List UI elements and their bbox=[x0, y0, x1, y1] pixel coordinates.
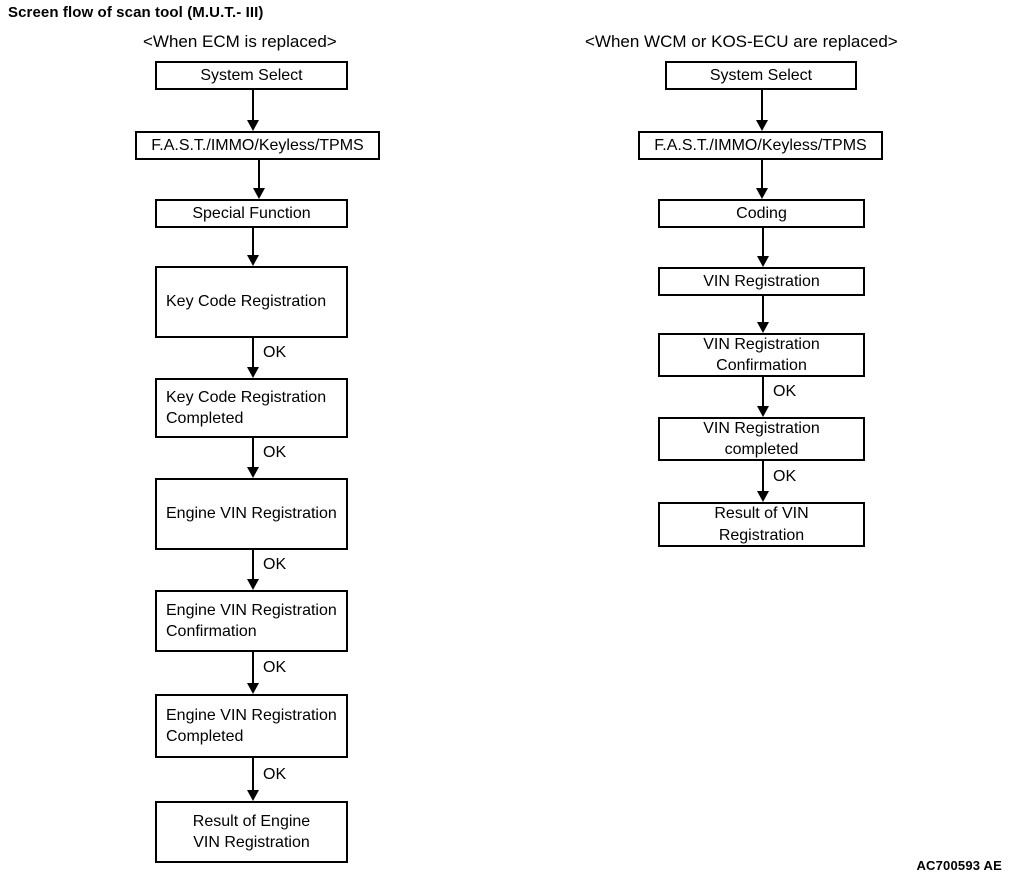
flow-node-coding: Coding bbox=[658, 199, 865, 228]
flow-node-vin-registration: VIN Registration bbox=[658, 267, 865, 296]
arrow-line bbox=[762, 228, 764, 258]
flow-node-label: F.A.S.T./IMMO/Keyless/TPMS bbox=[654, 136, 867, 154]
flow-edge-label-ok: OK bbox=[773, 467, 797, 485]
flow-edge-label-ok: OK bbox=[263, 344, 287, 361]
flow-node-engine-vin-registration: Engine VIN Registration bbox=[155, 478, 348, 550]
arrow-head-icon bbox=[757, 491, 769, 502]
arrow-head-icon bbox=[757, 256, 769, 267]
flow-node-label: Key Code Registration bbox=[166, 293, 327, 311]
arrow-line bbox=[252, 228, 254, 257]
arrow-head-icon bbox=[247, 120, 259, 131]
flow-node-system-select: System Select bbox=[155, 61, 348, 90]
arrow-line bbox=[252, 652, 254, 685]
arrow-line bbox=[252, 758, 254, 792]
arrow-head-icon bbox=[757, 406, 769, 417]
flow-node-fast-immo-keyless-tpms-2: F.A.S.T./IMMO/Keyless/TPMS bbox=[638, 131, 883, 160]
arrow-head-icon bbox=[757, 322, 769, 333]
flow-node-vin-registration-completed: VIN Registration completed bbox=[658, 417, 865, 461]
arrow-line bbox=[761, 160, 763, 190]
flow-edge-label-ok: OK bbox=[263, 765, 287, 783]
arrow-head-icon bbox=[247, 255, 259, 266]
flow-node-label: VIN Registration bbox=[703, 272, 820, 290]
flow-node-label: Engine VIN Registration Confirmation bbox=[166, 601, 337, 640]
flow-node-label: Key Code Registration Completed bbox=[166, 388, 327, 427]
arrow-line bbox=[258, 160, 260, 190]
arrow-head-icon bbox=[253, 188, 265, 199]
column-heading-ecm: <When ECM is replaced> bbox=[143, 32, 337, 51]
flow-node-key-code-registration-completed: Key Code Registration Completed bbox=[155, 378, 348, 438]
flow-edge-label-ok: OK bbox=[263, 659, 287, 676]
flow-node-label: VIN Registration completed bbox=[703, 419, 820, 458]
flow-node-system-select-2: System Select bbox=[665, 61, 857, 90]
column-heading-wcm-kos: <When WCM or KOS-ECU are replaced> bbox=[585, 32, 898, 51]
page-title: Screen flow of scan tool (M.U.T.- III) bbox=[8, 4, 264, 21]
flow-node-key-code-registration: Key Code Registration bbox=[155, 266, 348, 338]
arrow-head-icon bbox=[247, 683, 259, 694]
flow-node-label: System Select bbox=[200, 66, 303, 84]
arrow-line bbox=[252, 550, 254, 581]
flow-node-vin-registration-confirmation: VIN Registration Confirmation bbox=[658, 333, 865, 377]
flow-node-label: F.A.S.T./IMMO/Keyless/TPMS bbox=[151, 136, 364, 154]
flow-node-engine-vin-registration-completed: Engine VIN Registration Completed bbox=[155, 694, 348, 758]
arrow-line bbox=[252, 338, 254, 369]
flow-node-label: Engine VIN Registration bbox=[166, 505, 337, 523]
flow-node-fast-immo-keyless-tpms: F.A.S.T./IMMO/Keyless/TPMS bbox=[135, 131, 380, 160]
arrow-head-icon bbox=[756, 120, 768, 131]
arrow-head-icon bbox=[247, 367, 259, 378]
arrow-line bbox=[762, 461, 764, 493]
arrow-head-icon bbox=[247, 579, 259, 590]
flow-node-label: Engine VIN Registration Completed bbox=[166, 706, 337, 745]
flow-edge-label-ok: OK bbox=[263, 444, 287, 461]
arrow-line bbox=[252, 90, 254, 122]
flow-edge-label-ok: OK bbox=[263, 556, 287, 573]
arrow-line bbox=[761, 90, 763, 122]
arrow-line bbox=[252, 438, 254, 469]
flow-node-label: Result of VIN Registration bbox=[714, 505, 809, 544]
arrow-head-icon bbox=[247, 467, 259, 478]
figure-reference-code: AC700593 AE bbox=[916, 858, 1002, 873]
flow-node-label: Special Function bbox=[192, 204, 311, 222]
arrow-line bbox=[762, 377, 764, 408]
arrow-head-icon bbox=[756, 188, 768, 199]
flow-node-label: VIN Registration Confirmation bbox=[703, 335, 820, 374]
flow-node-special-function: Special Function bbox=[155, 199, 348, 228]
flow-node-result-of-engine-vin-registration: Result of Engine VIN Registration bbox=[155, 801, 348, 863]
arrow-line bbox=[762, 296, 764, 324]
arrow-head-icon bbox=[247, 790, 259, 801]
flow-edge-label-ok: OK bbox=[773, 383, 797, 400]
flow-node-label: System Select bbox=[709, 66, 813, 84]
flow-node-result-of-vin-registration: Result of VIN Registration bbox=[658, 502, 865, 547]
flow-node-engine-vin-registration-confirmation: Engine VIN Registration Confirmation bbox=[155, 590, 348, 652]
flow-node-label: Coding bbox=[736, 204, 787, 222]
flow-node-label: Result of Engine VIN Registration bbox=[192, 812, 311, 851]
